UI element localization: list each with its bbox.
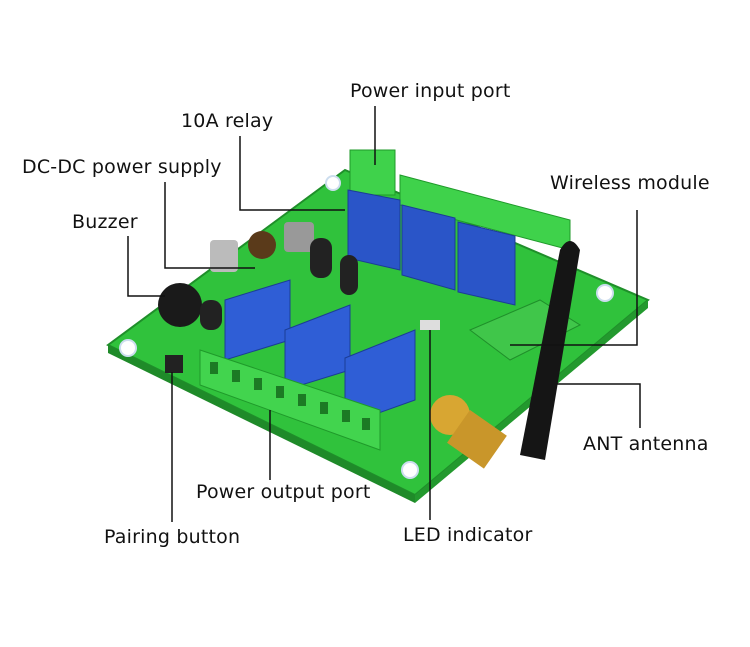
label-power-output-port: Power output port — [196, 481, 371, 503]
pairing-button-part — [165, 355, 183, 373]
label-wireless-module: Wireless module — [550, 172, 710, 194]
capacitor — [284, 222, 314, 252]
led-part — [420, 320, 440, 330]
mounting-hole — [596, 284, 614, 302]
label-ant-antenna: ANT antenna — [583, 433, 709, 455]
mounting-hole — [119, 339, 137, 357]
mounting-hole — [401, 461, 419, 479]
antenna — [520, 241, 580, 460]
label-dcdc-power-supply: DC-DC power supply — [22, 156, 222, 178]
buzzer-part — [158, 283, 202, 327]
inductor — [248, 231, 276, 259]
capacitor — [210, 240, 238, 272]
label-pairing-button: Pairing button — [104, 526, 241, 548]
mounting-hole — [325, 175, 341, 191]
label-power-input-port: Power input port — [350, 80, 511, 102]
relay-front-row — [224, 279, 416, 426]
label-10a-relay: 10A relay — [181, 110, 274, 132]
power-output-terminal — [199, 349, 381, 451]
relay-back-row — [347, 189, 516, 306]
label-buzzer: Buzzer — [72, 211, 138, 233]
pcb-edge — [108, 345, 415, 503]
label-led-indicator: LED indicator — [403, 524, 533, 546]
leader-lines — [127, 106, 641, 522]
